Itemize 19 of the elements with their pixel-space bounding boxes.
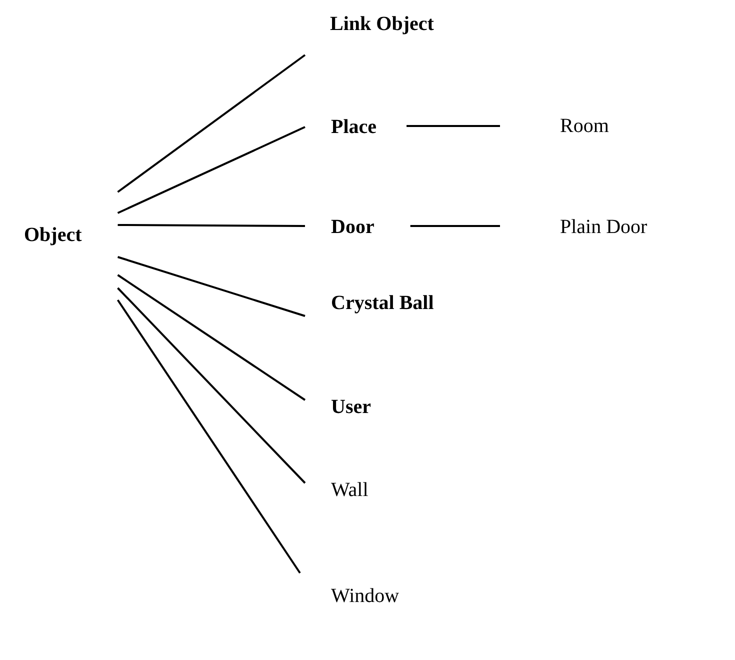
connector-line [117, 287, 306, 484]
node-label: Object [24, 223, 118, 247]
node-label: Plain Door [500, 215, 648, 239]
node-label: Link Object [305, 12, 434, 36]
connector-line [410, 225, 500, 227]
connector-line [116, 299, 301, 574]
connector-line [117, 256, 306, 317]
connector-line [117, 274, 306, 401]
node-label: Crystal Ball [305, 291, 434, 315]
node-label: Door [305, 215, 410, 239]
node-label: Wall [305, 478, 368, 502]
node-label: Place [305, 115, 407, 139]
connector-line [117, 54, 306, 193]
connector-line [406, 125, 500, 127]
connector-line [118, 224, 305, 227]
node-label: Window [300, 584, 400, 608]
connector-line [117, 126, 306, 214]
node-label: Room [500, 114, 609, 138]
node-label: User [305, 395, 371, 419]
